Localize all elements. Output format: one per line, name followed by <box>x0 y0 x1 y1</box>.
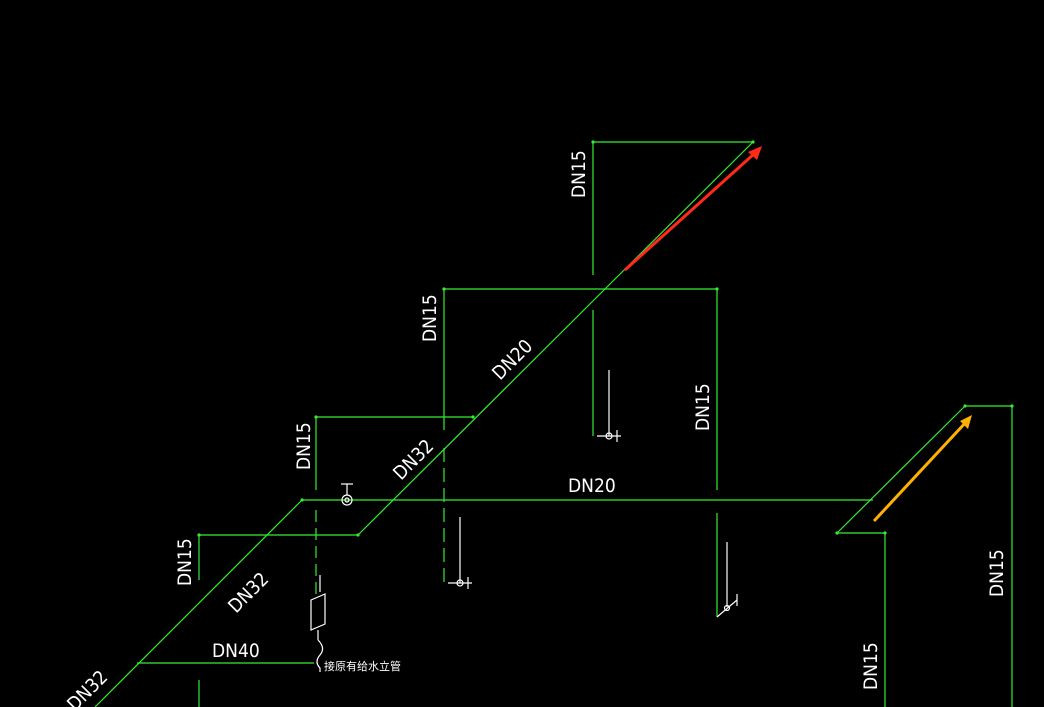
label-dn15-top: DN15 <box>568 150 590 198</box>
riser-connection-icon[interactable] <box>310 575 326 672</box>
label-dn15-mid-right: DN15 <box>692 383 714 431</box>
label-dn40: DN40 <box>212 640 260 662</box>
fixture-top[interactable] <box>597 370 621 442</box>
pipe-diagonal-right[interactable] <box>836 405 966 534</box>
label-dn15-bottom-right: DN15 <box>860 642 882 690</box>
label-dn15-right: DN15 <box>986 549 1008 597</box>
label-dn20-horizontal: DN20 <box>568 475 616 497</box>
fixture-mid-right[interactable] <box>716 542 738 618</box>
valve-icon[interactable] <box>341 483 353 506</box>
label-dn15-left: DN15 <box>293 422 315 470</box>
pipe-nodes <box>197 140 1014 537</box>
arrow-red-icon <box>623 146 762 272</box>
arrow-orange-icon <box>872 415 972 523</box>
fixture-mid-left[interactable] <box>448 517 472 589</box>
pipe-diagonal-dn32-dn20[interactable] <box>357 288 606 536</box>
label-dn15-far-left: DN15 <box>174 538 196 586</box>
label-dn15-mid-left: DN15 <box>419 294 441 342</box>
label-riser-note: 接原有给水立管 <box>324 659 401 673</box>
